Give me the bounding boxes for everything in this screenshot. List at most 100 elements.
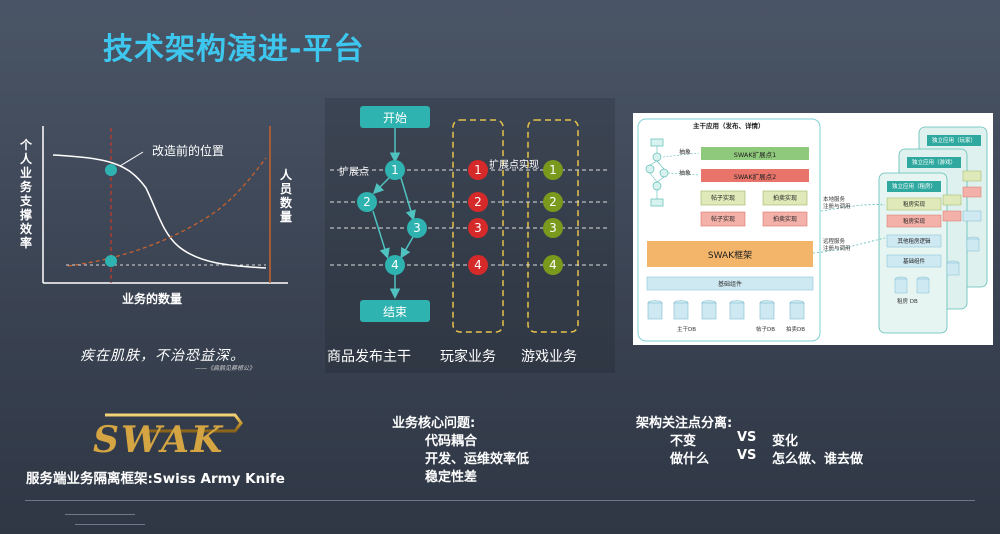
swak-logo-arrow: [105, 413, 243, 433]
column-label-main: 商品发布主干: [327, 349, 411, 365]
node-3-num: 3: [413, 221, 421, 235]
page-title: 技术架构演进-平台: [103, 32, 365, 67]
column-label-game: 游戏业务: [521, 349, 577, 365]
end-box: [360, 300, 430, 322]
separation-vs-2: VS: [737, 448, 757, 463]
separation-vs-1: VS: [737, 430, 757, 445]
swak-logo-svg: [93, 413, 243, 456]
node-2: [357, 192, 377, 212]
node-1-num: 1: [391, 163, 399, 177]
ext-point-2-label: SWAK扩展点2: [733, 173, 777, 181]
flow-arrow: [372, 210, 390, 259]
impl-post-2-label: 帖子实现: [710, 216, 735, 223]
game-node-1: [543, 160, 563, 180]
remote-call-label: 远程服务 注册与调用: [823, 239, 851, 252]
game-box: [527, 119, 579, 333]
separation-left-1: 不变: [670, 434, 697, 449]
arch-svg: [637, 118, 988, 342]
game-node-3-num: 3: [549, 221, 557, 235]
abstract-label-2: 抽象: [679, 170, 692, 177]
rent-base-label: 基础组件: [902, 259, 925, 265]
separation-title: 架构关注点分离:: [636, 416, 733, 431]
ext-point-label: 扩展点: [339, 167, 369, 178]
footer-divider-short: [75, 524, 145, 525]
ind-app-rent-label: 独立应用（租房）: [891, 184, 936, 190]
ind-app-rent-box: [878, 172, 948, 334]
swak-logo: SWAK: [85, 405, 245, 465]
game-node-4: [543, 255, 563, 275]
player-node-3: [468, 218, 488, 238]
separation-left-2: 做什么: [670, 452, 710, 467]
player-node-2: [468, 192, 488, 212]
player-node-2-num: 2: [474, 195, 482, 209]
remote-call-arrow: [812, 237, 886, 254]
player-box: [452, 119, 504, 333]
staff-curve: [67, 157, 267, 267]
game-node-4-num: 4: [549, 258, 557, 272]
impl-auction-2-label: 拍卖实现: [772, 216, 797, 223]
main-db-cylinders: [647, 300, 805, 320]
post-db-label: 帖子DB: [756, 327, 776, 333]
rent-impl-2-label: 租房实现: [902, 219, 925, 225]
ext-point-1-label: SWAK扩展点1: [733, 151, 777, 159]
impl-auction-1-label: 拍卖实现: [772, 195, 797, 202]
player-node-3-num: 3: [474, 221, 482, 235]
node-2-num: 2: [363, 195, 371, 209]
ext-point-1-box: [701, 147, 809, 160]
auction-db-label: 拍卖DB: [786, 327, 806, 333]
core-issue-item: 开发、运维效率低: [425, 452, 530, 467]
flow-svg: [330, 106, 610, 333]
end-label: 结束: [382, 305, 407, 319]
main-db-label: 主干DB: [677, 327, 697, 333]
dot-baseline: [105, 255, 117, 267]
start-box: [360, 106, 430, 128]
ext-point-2-box: [701, 169, 809, 182]
footer-divider-short: [65, 514, 135, 515]
separation-right-1: 变化: [772, 434, 799, 449]
quote-text: 疾在肌肤，不治恐益深。: [80, 348, 245, 364]
base-component-box: [646, 276, 814, 291]
efficiency-chart: 个人业务支撑效率 人员数量 业务的数量 改造前的位置: [8, 118, 300, 338]
player-node-4: [468, 255, 488, 275]
node-3: [407, 218, 427, 238]
rent-other-label: 其他租房逻辑: [897, 239, 931, 245]
ind-app-player-label: 独立应用（玩家）: [931, 138, 976, 144]
node-4-num: 4: [391, 258, 399, 272]
player-node-4-num: 4: [474, 258, 482, 272]
swak-caption: 服务端业务隔离框架:Swiss Army Knife: [26, 471, 285, 487]
architecture-diagram: 主干应用（发布、详情） 抽象 抽象 SWAK扩展点1 SWAK扩展点2 帖子实现…: [633, 113, 993, 345]
rent-impl-1-label: 租房实现: [902, 202, 925, 208]
core-issues-title: 业务核心问题:: [392, 416, 476, 431]
efficiency-chart-svg: [42, 126, 288, 284]
main-app-title: 主干应用（发布、详情）: [693, 122, 765, 130]
flow-arrow: [400, 236, 414, 259]
rent-db-label: 租房 DB: [897, 299, 918, 305]
y-axis-label: 个人业务支撑效率: [20, 138, 33, 250]
footer-divider: [25, 500, 975, 501]
core-issue-item: 代码耦合: [425, 434, 478, 449]
flow-arrow: [372, 177, 390, 195]
ext-impl-label: 扩展点实现: [489, 160, 539, 171]
x-axis-label: 业务的数量: [122, 292, 183, 306]
node-1: [385, 160, 405, 180]
separation-right-2: 怎么做、谁去做: [772, 452, 864, 467]
ind-app-game-label: 独立应用（游戏）: [911, 160, 956, 166]
base-component-label: 基础组件: [717, 281, 742, 288]
extension-flow-diagram: 开始 结束 扩展点 扩展点实现 1 2 3 4 1 2 3 4 1 2 3 4 …: [325, 98, 615, 373]
impl-post-2: [700, 211, 746, 227]
node-4: [385, 255, 405, 275]
impl-auction-2: [762, 211, 808, 227]
impl-auction-1: [762, 190, 808, 206]
swak-framework-label: SWAK框架: [707, 251, 753, 261]
right-axis-label: 人员数量: [280, 168, 293, 224]
quote-signature: ——《扁鹊见蔡桓公》: [195, 365, 256, 372]
start-label: 开始: [382, 111, 407, 125]
abstract-label-1: 抽象: [679, 149, 692, 156]
annotation-line: [119, 151, 144, 167]
annotation-text: 改造前的位置: [152, 144, 225, 158]
dot-before: [105, 164, 117, 176]
local-call-arrow: [820, 204, 886, 212]
game-node-1-num: 1: [549, 163, 557, 177]
player-node-1-num: 1: [474, 163, 482, 177]
game-node-2: [543, 192, 563, 212]
